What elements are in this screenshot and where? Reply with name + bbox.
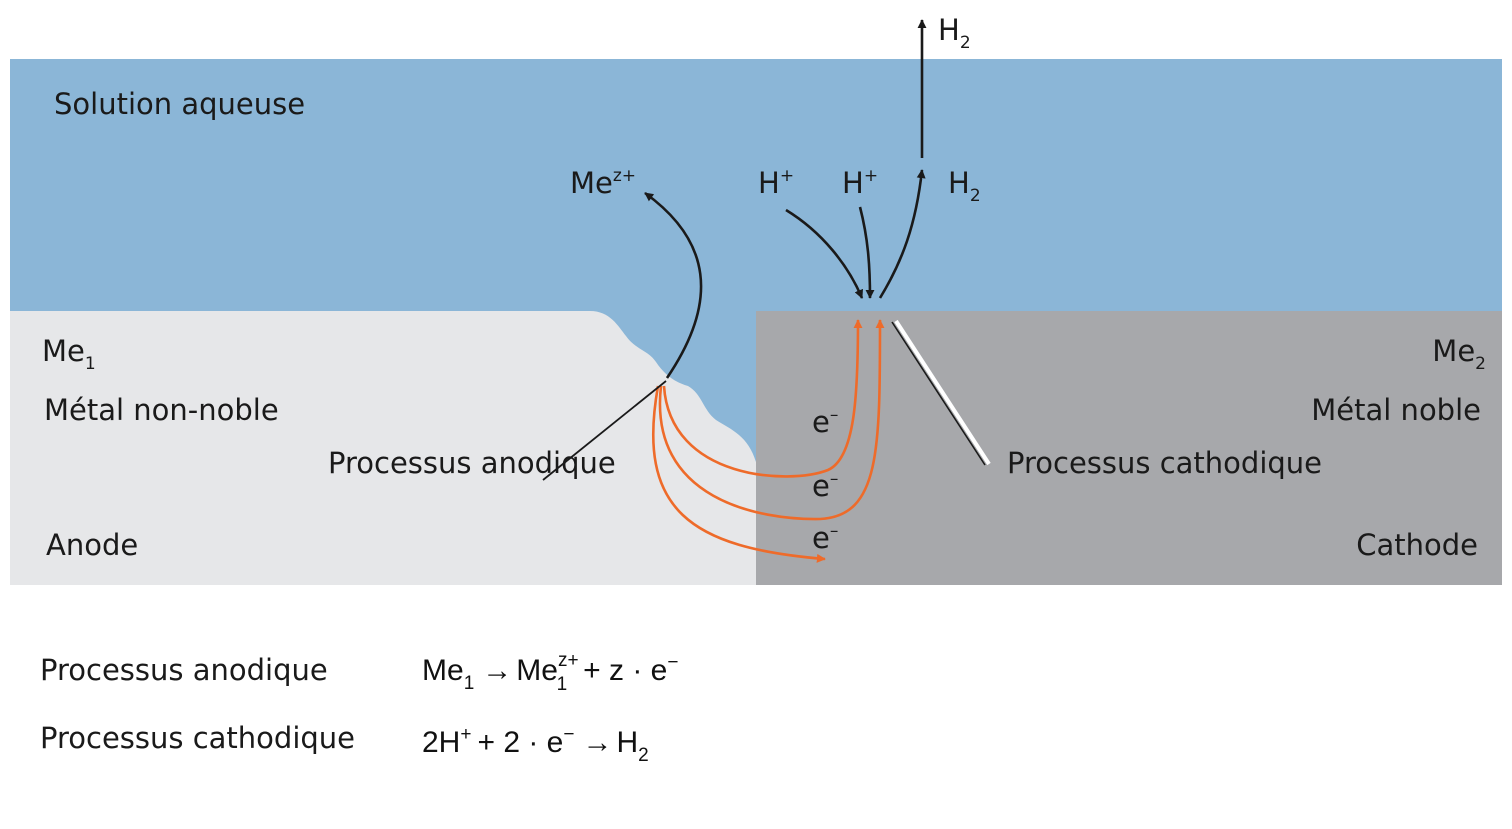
aqueous-solution-region: [10, 59, 1502, 312]
me2-label: Me2: [1432, 334, 1486, 374]
electron-label-2: e–: [812, 469, 838, 503]
electron-label-3: e–: [812, 521, 838, 555]
h2-label-escape: H2: [938, 13, 971, 53]
solution-label: Solution aqueuse: [54, 87, 305, 121]
anode-metal-region: [10, 311, 756, 585]
electron-label-1: e–: [812, 405, 838, 439]
electron-flow-arrow-2: [658, 319, 885, 521]
metal-ion-arrow: [644, 191, 703, 379]
h2-rising-arrow: [878, 169, 926, 299]
h-plus-label-1: H+: [758, 166, 794, 200]
cathodic-process-leader-shadow: [894, 319, 991, 466]
anodic-equation-label: Processus anodique: [40, 653, 328, 687]
cathode-label: Cathode: [1356, 528, 1478, 562]
electron-flow-arrow-1: [662, 319, 863, 478]
h-plus-label-2: H+: [842, 166, 878, 200]
cathodic-equation: 2H++ 2 · e−→H2: [422, 724, 649, 766]
electron-flow-arrow-3: [651, 385, 826, 563]
me1-label: Me1: [42, 334, 96, 374]
metal-non-noble-label: Métal non-noble: [44, 393, 279, 427]
h-plus-arrow-right: [858, 206, 875, 299]
metal-ion-label: Mez+: [570, 166, 636, 200]
metal-noble-label: Métal noble: [1311, 393, 1481, 427]
anodic-equation: Me1→Mez+1+ z · e−: [422, 650, 678, 695]
anodic-process-leader: [542, 380, 667, 481]
anodic-process-label: Processus anodique: [328, 446, 616, 480]
h2-label-solution: H2: [948, 166, 981, 206]
cathodic-process-label: Processus cathodique: [1007, 446, 1322, 480]
cathodic-equation-label: Processus cathodique: [40, 721, 355, 755]
h-plus-arrow-left: [785, 208, 864, 299]
cathodic-process-leader: [891, 321, 986, 466]
anode-label: Anode: [46, 528, 138, 562]
